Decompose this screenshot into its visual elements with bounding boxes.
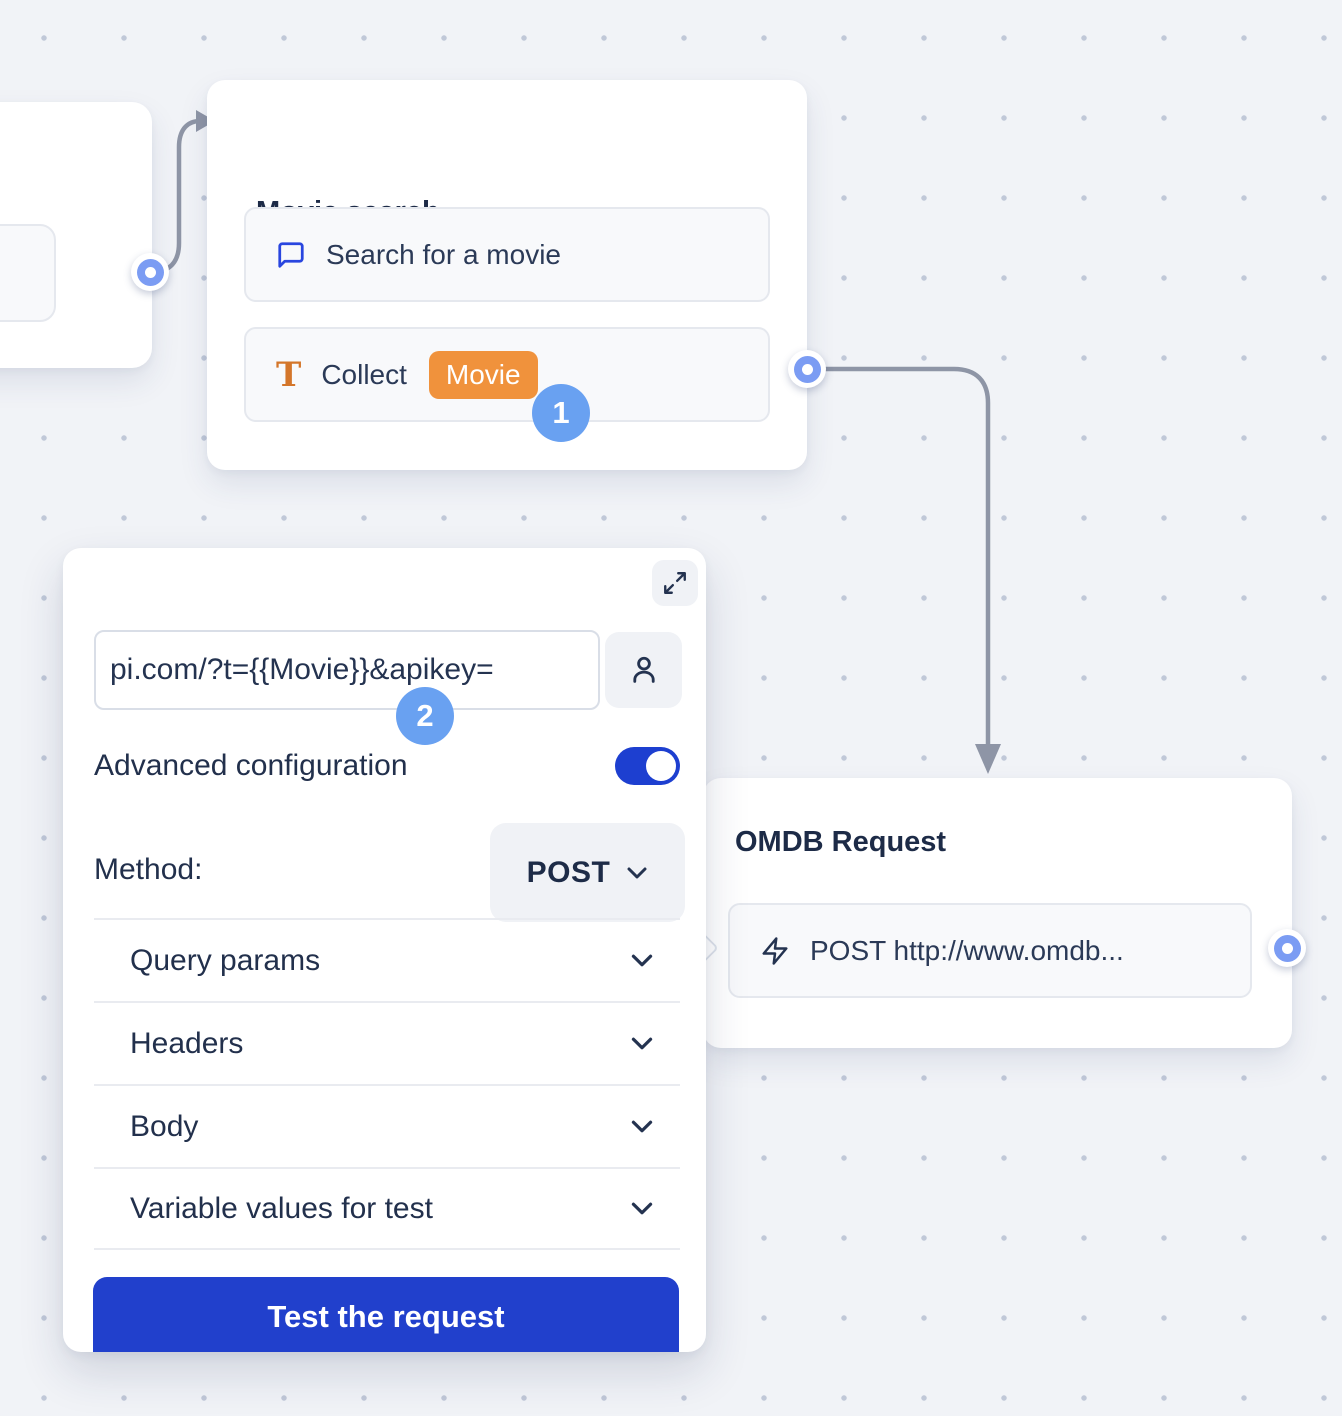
port-hole bbox=[144, 266, 156, 278]
section-query-params[interactable]: Query params bbox=[94, 918, 680, 1001]
collapsible-sections: Query params Headers Body Variable value… bbox=[94, 918, 680, 1250]
advanced-configuration-toggle[interactable] bbox=[615, 747, 680, 785]
webhook-block-label: POST http://www.omdb... bbox=[810, 934, 1124, 966]
port-ring bbox=[793, 355, 821, 383]
user-variable-button[interactable] bbox=[605, 632, 682, 708]
omdb-node-title: OMDB Request bbox=[735, 826, 947, 858]
expand-icon bbox=[664, 572, 686, 594]
wire-arrowhead-down bbox=[975, 744, 1001, 774]
step-badge-2: 2 bbox=[396, 687, 454, 745]
chevron-down-icon bbox=[631, 954, 653, 967]
output-port-omdb-node[interactable] bbox=[1268, 929, 1306, 967]
message-block[interactable]: Search for a movie bbox=[244, 207, 770, 302]
port-hole bbox=[1281, 942, 1293, 954]
speech-bubble-icon bbox=[278, 241, 304, 268]
person-icon bbox=[632, 656, 655, 683]
method-dropdown[interactable]: POST bbox=[490, 823, 685, 922]
output-port-movie-node[interactable] bbox=[788, 350, 826, 388]
chevron-down-icon bbox=[631, 1202, 653, 1215]
expand-button[interactable] bbox=[652, 560, 698, 606]
previous-node-block[interactable] bbox=[0, 224, 56, 322]
chevron-down-icon bbox=[631, 1120, 653, 1133]
method-value: POST bbox=[526, 855, 611, 889]
movie-search-node[interactable]: Movie search Search for a movie T Collec… bbox=[207, 80, 807, 470]
collect-block[interactable]: T Collect Movie bbox=[244, 327, 770, 422]
section-label: Body bbox=[130, 1109, 199, 1143]
chevron-down-icon bbox=[627, 867, 647, 878]
webhook-block[interactable]: POST http://www.omdb... bbox=[728, 903, 1252, 998]
section-label: Query params bbox=[130, 943, 321, 977]
section-body[interactable]: Body bbox=[94, 1084, 680, 1167]
toggle-knob bbox=[646, 751, 676, 781]
section-headers[interactable]: Headers bbox=[94, 1001, 680, 1084]
port-ring bbox=[1273, 934, 1301, 962]
section-label: Headers bbox=[130, 1026, 244, 1060]
webhook-config-panel[interactable]: Advanced configuration Method: POST Quer… bbox=[63, 548, 706, 1352]
previous-node-card[interactable] bbox=[0, 102, 152, 368]
variable-chip[interactable]: Movie bbox=[428, 350, 538, 399]
step-badge-1: 1 bbox=[532, 384, 590, 442]
chevron-down-icon bbox=[631, 1037, 653, 1050]
test-request-button[interactable]: Test the request bbox=[93, 1277, 679, 1352]
text-T-icon: T bbox=[276, 354, 302, 395]
port-hole bbox=[801, 363, 813, 375]
lightning-bolt-icon bbox=[762, 936, 788, 965]
section-variable-values[interactable]: Variable values for test bbox=[94, 1167, 680, 1250]
port-ring bbox=[136, 258, 164, 286]
wire-previous-to-movie bbox=[149, 118, 203, 275]
url-input[interactable] bbox=[94, 630, 600, 710]
omdb-request-node[interactable]: OMDB Request POST http://www.omdb... bbox=[703, 778, 1292, 1048]
advanced-configuration-label: Advanced configuration bbox=[94, 749, 408, 782]
message-block-label: Search for a movie bbox=[326, 238, 561, 270]
output-port-previous-node[interactable] bbox=[131, 253, 169, 291]
wire-movie-to-omdb bbox=[819, 366, 991, 747]
method-label: Method: bbox=[94, 853, 203, 886]
collect-block-label: Collect bbox=[321, 358, 407, 390]
section-label: Variable values for test bbox=[130, 1191, 433, 1225]
